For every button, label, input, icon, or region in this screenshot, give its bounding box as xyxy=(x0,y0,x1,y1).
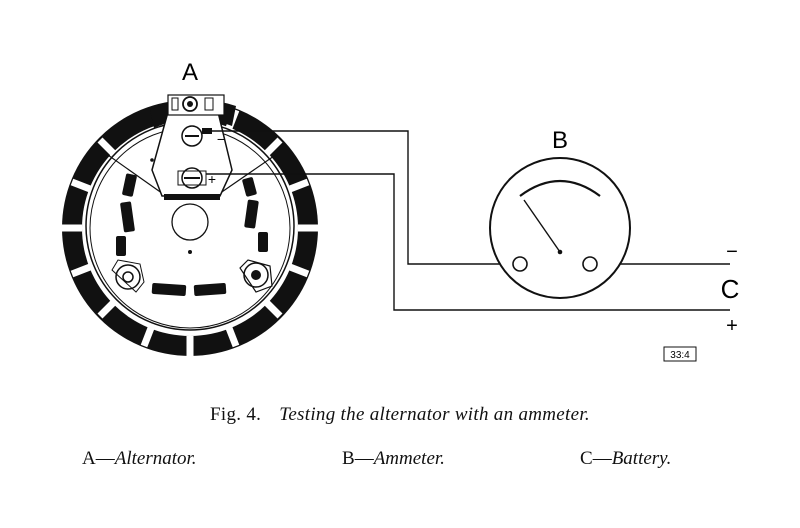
ammeter xyxy=(489,157,631,299)
label-battery-negative: − xyxy=(726,241,738,263)
ammeter-terminal-right xyxy=(582,256,598,272)
label-terminal-minus: − xyxy=(217,131,225,147)
label-alternator: A xyxy=(182,59,198,86)
ammeter-scale xyxy=(519,179,601,197)
mounting-lug-right xyxy=(239,259,273,293)
legend-text: Ammeter. xyxy=(373,448,445,469)
legend-item-alternator: A—Alternator. xyxy=(82,448,197,470)
legend-key: B xyxy=(342,448,355,469)
alternator-terminal-plus xyxy=(177,167,207,189)
legend-text: Battery. xyxy=(611,448,672,469)
wire-alternator-plus xyxy=(206,173,730,311)
legend-key: A xyxy=(82,448,96,469)
label-battery-positive: + xyxy=(726,315,738,337)
legend-sep: — xyxy=(354,448,374,469)
alternator xyxy=(62,94,318,356)
figure-number: Fig. 4. xyxy=(210,404,262,425)
figure-caption: Fig. 4. Testing the alternator with an am… xyxy=(0,404,800,426)
svg-text:33:4: 33:4 xyxy=(670,350,690,361)
legend-sep: — xyxy=(592,448,612,469)
ring-segment-gaps xyxy=(62,100,318,356)
wire-alternator-minus xyxy=(212,130,512,265)
ammeter-needle xyxy=(523,199,561,253)
ammeter-terminal-left xyxy=(512,256,528,272)
mounting-lug-left xyxy=(111,259,145,293)
figure-title: Testing the alternator with an ammeter. xyxy=(279,404,590,425)
legend-item-ammeter: B—Ammeter. xyxy=(342,448,445,470)
legend-sep: — xyxy=(95,448,115,469)
alternator-terminal-minus xyxy=(181,125,212,147)
figure-ref-code: 33:4 xyxy=(663,346,697,362)
ventilation-slots xyxy=(116,173,268,297)
legend-key: C xyxy=(580,448,593,469)
label-terminal-plus: + xyxy=(208,171,216,187)
label-ammeter: B xyxy=(552,127,568,154)
label-battery: C xyxy=(721,274,740,304)
legend-text: Alternator. xyxy=(114,448,197,469)
legend-item-battery: C—Battery. xyxy=(580,448,671,470)
